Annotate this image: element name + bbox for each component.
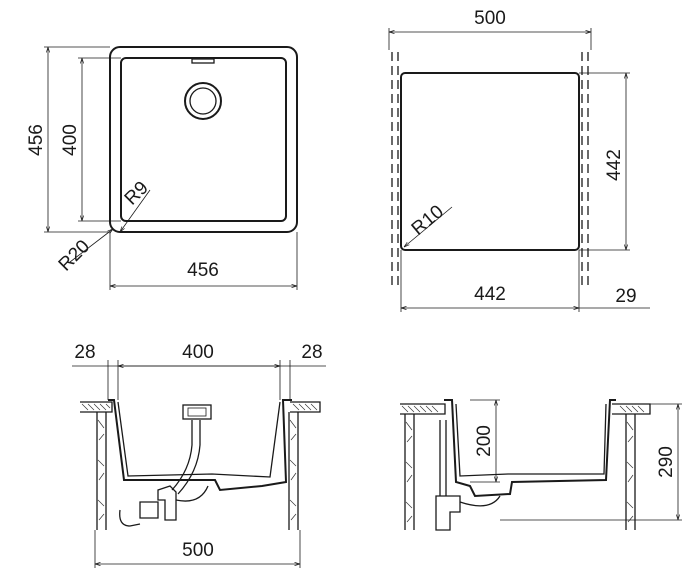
dim-cutout-depth: 442	[604, 149, 625, 181]
dim-bowl-depth: 200	[474, 425, 495, 457]
radius-leader-inner	[120, 189, 151, 232]
dim-inner-height: 400	[60, 124, 81, 156]
cutout-rectangle	[400, 72, 580, 251]
dim-front-outer-width: 500	[182, 540, 214, 561]
top-view: 456 400 R9 R20 456	[26, 46, 298, 290]
dim-outer-width: 456	[187, 260, 219, 281]
cutout-view: 500 442 R10 442 29	[388, 8, 650, 312]
overflow-box	[182, 404, 212, 420]
side-bowl-inner	[455, 403, 607, 477]
dim-total-depth: 290	[656, 446, 677, 478]
sink-outer-rim	[109, 46, 298, 233]
drain-outer	[184, 82, 222, 120]
drain-inner	[189, 87, 217, 115]
side-waste-trap	[435, 495, 461, 531]
radius-leader-cutout	[404, 206, 453, 247]
dim-cutout-width: 500	[474, 8, 506, 29]
dim-inner-radius: R9	[121, 178, 153, 210]
front-section: 28 400 28 500	[72, 342, 326, 568]
sink-inner-bowl	[120, 57, 287, 222]
dim-cutout-offset: 29	[615, 286, 636, 307]
dim-cutout-radius: R10	[408, 201, 448, 239]
dim-front-inner-width: 400	[182, 342, 214, 363]
dim-outer-height: 456	[26, 124, 47, 156]
radius-leader-outer	[69, 229, 113, 263]
side-overflow-pipe	[439, 420, 447, 496]
side-section: 200 290	[400, 399, 682, 531]
front-bowl-inner	[117, 401, 281, 478]
front-waste-trap	[157, 485, 177, 521]
dim-front-right-rim: 28	[301, 342, 322, 363]
front-bowl-outer	[108, 399, 292, 492]
dim-outer-radius: R20	[55, 236, 94, 275]
overflow-slot	[191, 58, 215, 64]
overflow-hose	[171, 420, 201, 495]
dim-front-left-rim: 28	[74, 342, 95, 363]
dim-cutout-inner-width: 442	[474, 284, 506, 305]
side-bowl-outer	[444, 399, 616, 498]
